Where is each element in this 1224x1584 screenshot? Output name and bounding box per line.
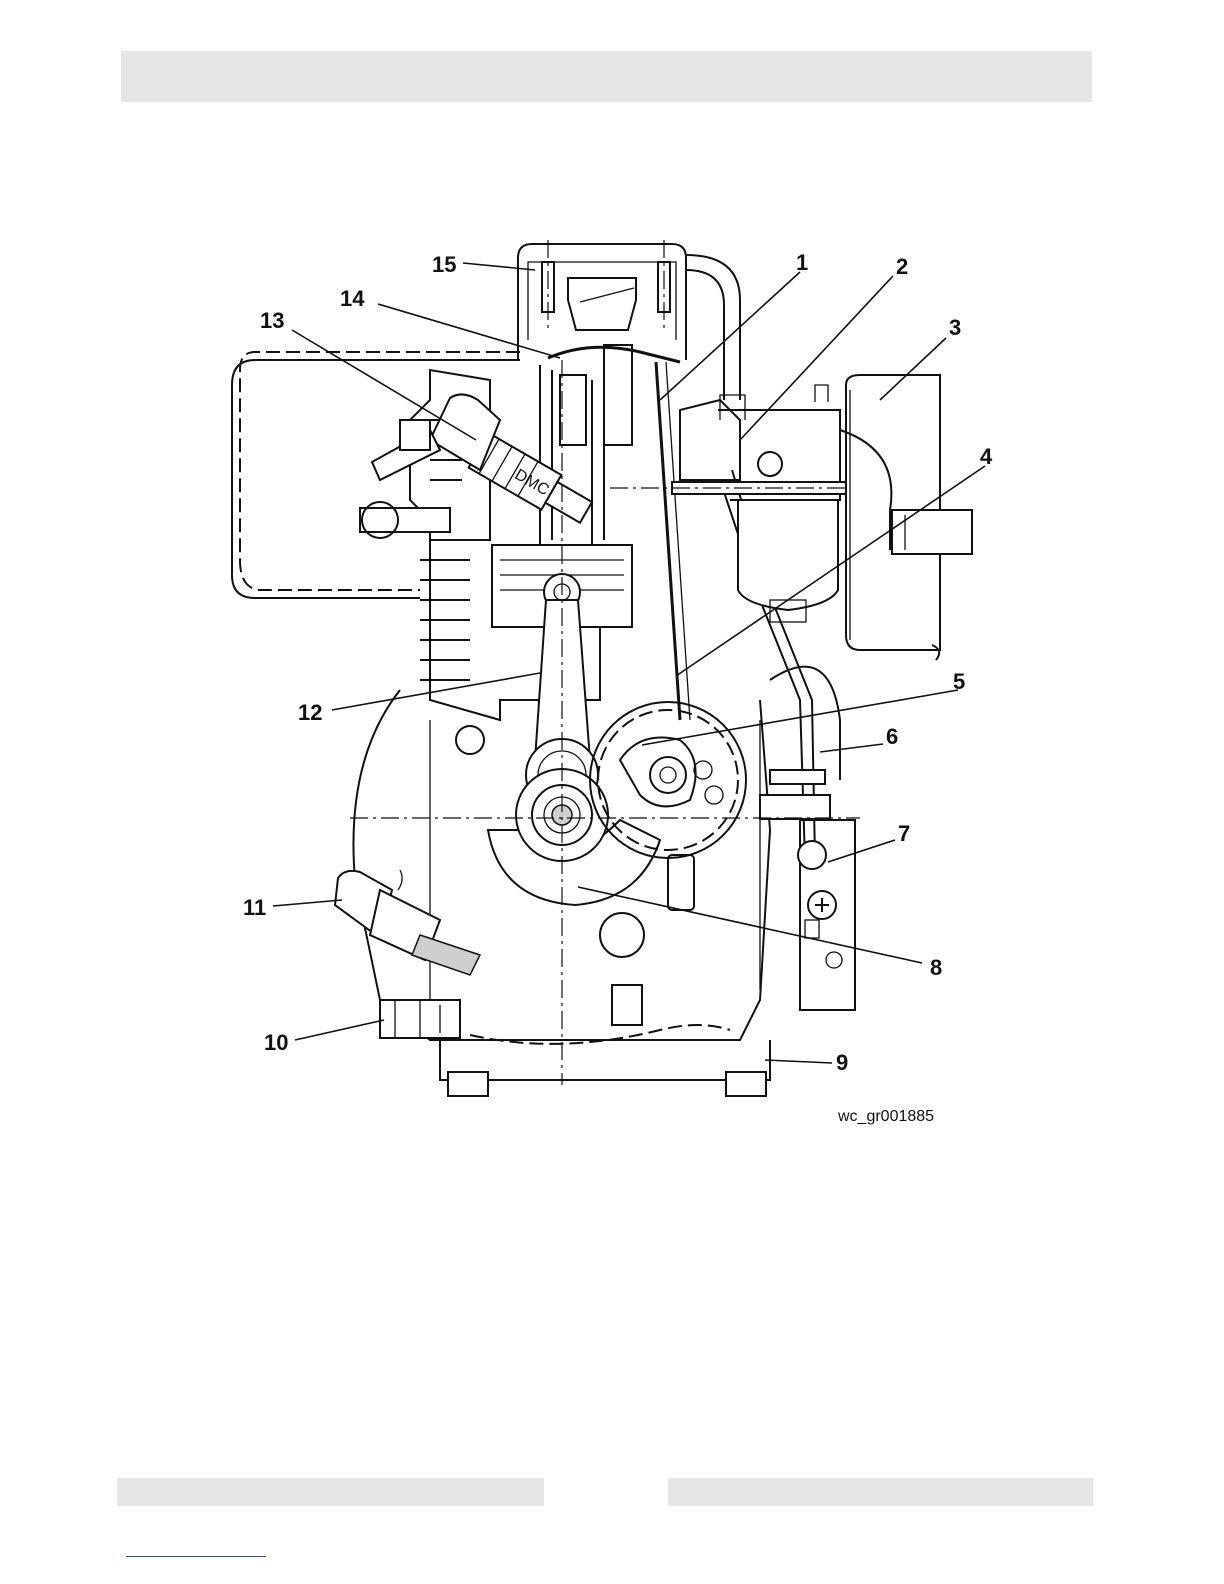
valve-spring	[560, 375, 586, 445]
callout-11: 11	[243, 895, 266, 920]
callout-13: 13	[260, 308, 284, 333]
page-footer-bar-right	[668, 1478, 1093, 1506]
pushrod-guide	[604, 345, 632, 445]
callout-14: 14	[340, 286, 365, 311]
oil-dipstick	[412, 935, 480, 975]
footer-link-underline	[126, 1556, 266, 1557]
callout-10: 10	[264, 1030, 288, 1055]
air-cleaner-outlet	[892, 510, 972, 554]
breather-line	[580, 288, 634, 302]
oil-pan	[440, 1040, 770, 1080]
crankcase-boss	[456, 726, 484, 754]
frame-tube-outer	[232, 360, 520, 598]
pushrod	[656, 362, 680, 720]
tappet	[668, 855, 694, 910]
page-footer-bar-left	[117, 1478, 544, 1506]
head-side-bolt	[360, 508, 450, 532]
callout-7: 7	[898, 821, 910, 846]
figure-id-label: wc_gr001885	[837, 1108, 934, 1125]
carburetor-float-bowl	[738, 500, 838, 610]
governor-lever-pivot	[798, 841, 826, 869]
callout-6: 6	[886, 724, 898, 749]
callout-1: 1	[796, 250, 808, 275]
callout-12: 12	[298, 700, 322, 725]
carburetor-body	[680, 400, 740, 480]
callout-5: 5	[953, 669, 965, 694]
breather-box	[568, 278, 636, 330]
callout-4: 4	[980, 444, 993, 469]
callout-2: 2	[896, 254, 908, 279]
governor-bolt	[770, 770, 825, 784]
callout-15: 15	[432, 252, 456, 277]
callout-labels: 1 2 3 4 5 6 7 8 9 10 11 12 13 14 15	[243, 250, 993, 1075]
callout-3: 3	[949, 315, 961, 340]
callout-9: 9	[836, 1050, 848, 1075]
camshaft	[650, 757, 686, 793]
callout-8: 8	[930, 955, 942, 980]
rocker-arm	[548, 347, 680, 362]
engine-drawing: DMC	[232, 240, 972, 1096]
mount-foot-left	[448, 1072, 488, 1096]
mount-foot-right	[726, 1072, 766, 1096]
crankcase-bolt	[600, 913, 644, 957]
